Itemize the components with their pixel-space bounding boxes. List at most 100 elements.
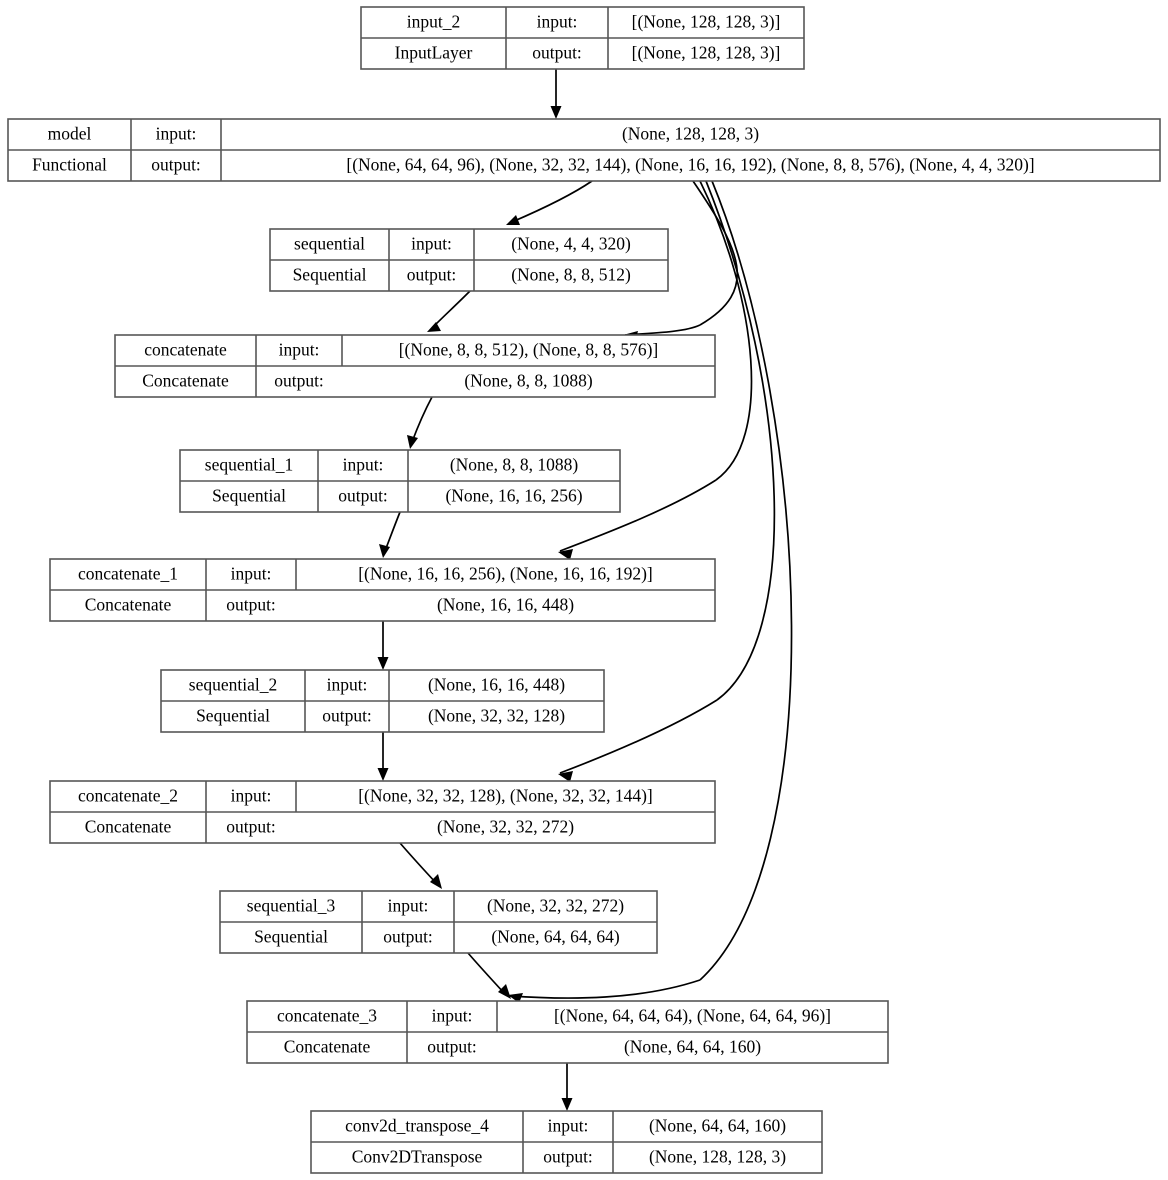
arrowhead-icon [558,771,573,782]
node-input-label: input: [343,455,384,475]
node-layer-name: concatenate_3 [277,1006,377,1026]
node-output-label: output: [407,265,457,285]
edge-line [399,842,438,885]
node-layer-name: sequential [294,234,365,254]
edge-concatenate_2-to-sequential_3 [399,842,442,889]
node-output-shape: (None, 8, 8, 512) [511,265,631,285]
arrowhead-icon [558,549,573,560]
node-output-label: output: [274,371,324,391]
node-layer-name: concatenate_1 [78,564,178,584]
edge-model-to-sequential [506,180,593,225]
node-input-label: input: [411,234,452,254]
node-layer-type: Concatenate [85,595,172,615]
node-input-shape: [(None, 128, 128, 3)] [632,12,781,32]
edge-sequential_3-to-concatenate_3 [467,952,511,999]
node-input-label: input: [537,12,578,32]
node-layer-type: Concatenate [284,1037,371,1057]
edge-line [699,180,793,981]
node-layer-name: model [48,124,92,144]
edge-line [699,180,753,481]
node-concatenate_2: concatenate_2Concatenateinput:output:[(N… [49,780,716,844]
node-input-shape: [(None, 64, 64, 64), (None, 64, 64, 96)] [554,1006,831,1026]
node-input-label: input: [432,1006,473,1026]
edge-line [692,180,738,326]
node-output-shape: (None, 16, 16, 448) [437,595,574,615]
node-conv2d_transpose_4: conv2d_transpose_4Conv2DTransposeinput:o… [310,1110,823,1174]
node-input-shape: [(None, 32, 32, 128), (None, 32, 32, 144… [358,786,653,806]
edge-line [511,180,593,223]
node-layer-type: Concatenate [85,817,172,837]
node-layer-name: concatenate_2 [78,786,178,806]
arrowhead-icon [498,984,511,999]
node-layer-type: Concatenate [142,371,229,391]
node-output-shape: (None, 64, 64, 64) [491,927,619,947]
node-output-label: output: [427,1037,477,1057]
node-output-label: output: [543,1147,593,1167]
node-output-shape: (None, 32, 32, 272) [437,817,574,837]
node-input-shape: [(None, 16, 16, 256), (None, 16, 16, 192… [358,564,653,584]
edge-line [705,180,776,701]
node-layer-type: Sequential [196,706,270,726]
arrowhead-icon [379,544,390,558]
node-output-label: output: [532,43,582,63]
node-output-shape: (None, 64, 64, 160) [624,1037,761,1057]
edge-sequential-to-concatenate [427,290,471,332]
edge-concatenate_3-to-conv2d_transpose_4 [561,1063,573,1111]
node-output-shape: (None, 16, 16, 256) [445,486,582,506]
node-input-label: input: [327,675,368,695]
node-layer-type: Conv2DTranspose [352,1147,483,1167]
node-output-label: output: [151,155,201,175]
node-input-label: input: [156,124,197,144]
node-output-label: output: [226,595,276,615]
arrowhead-icon [427,322,441,332]
node-output-label: output: [383,927,433,947]
arrowhead-icon [430,874,442,889]
arrowhead-icon [561,1098,573,1111]
node-output-label: output: [322,706,372,726]
node-input-shape: (None, 128, 128, 3) [622,124,759,144]
node-layer-name: sequential_1 [205,455,293,475]
node-input-shape: (None, 32, 32, 272) [487,896,624,916]
edge-input_2-to-model [550,69,562,119]
node-output-shape: [(None, 64, 64, 96), (None, 32, 32, 144)… [346,155,1034,175]
node-output-label: output: [226,817,276,837]
edge-sequential_2-to-concatenate_2 [377,732,389,781]
node-layer-type: Sequential [212,486,286,506]
edge-line-tail [559,699,718,774]
node-layer-type: Functional [32,155,107,175]
node-output-shape: (None, 32, 32, 128) [428,706,565,726]
node-input-label: input: [279,340,320,360]
node-input-label: input: [548,1116,589,1136]
node-sequential_3: sequential_3Sequentialinput:output:(None… [219,890,658,954]
node-input-shape: [(None, 8, 8, 512), (None, 8, 8, 576)] [399,340,659,360]
arrowhead-icon [377,657,389,670]
node-input-label: input: [231,564,272,584]
edge-concatenate-to-sequential_1 [407,396,433,449]
arrowhead-icon [407,435,418,449]
node-input-shape: (None, 16, 16, 448) [428,675,565,695]
node-layer-name: input_2 [407,12,460,32]
arrowhead-icon [377,768,389,781]
node-input-label: input: [388,896,429,916]
edge-line [431,290,471,329]
edge-line [411,396,433,443]
node-layer-type: Sequential [254,927,328,947]
node-layer-type: Sequential [293,265,367,285]
edge-line [467,952,506,995]
edge-sequential_1-to-concatenate_1 [379,511,401,558]
node-input-shape: (None, 8, 8, 1088) [450,455,578,475]
edge-line-tail [559,479,717,552]
edges-layer [377,69,793,1111]
node-input-shape: (None, 64, 64, 160) [649,1116,786,1136]
node-output-shape: (None, 8, 8, 1088) [464,371,592,391]
node-output-label: output: [338,486,388,506]
arrowhead-icon [550,106,562,119]
